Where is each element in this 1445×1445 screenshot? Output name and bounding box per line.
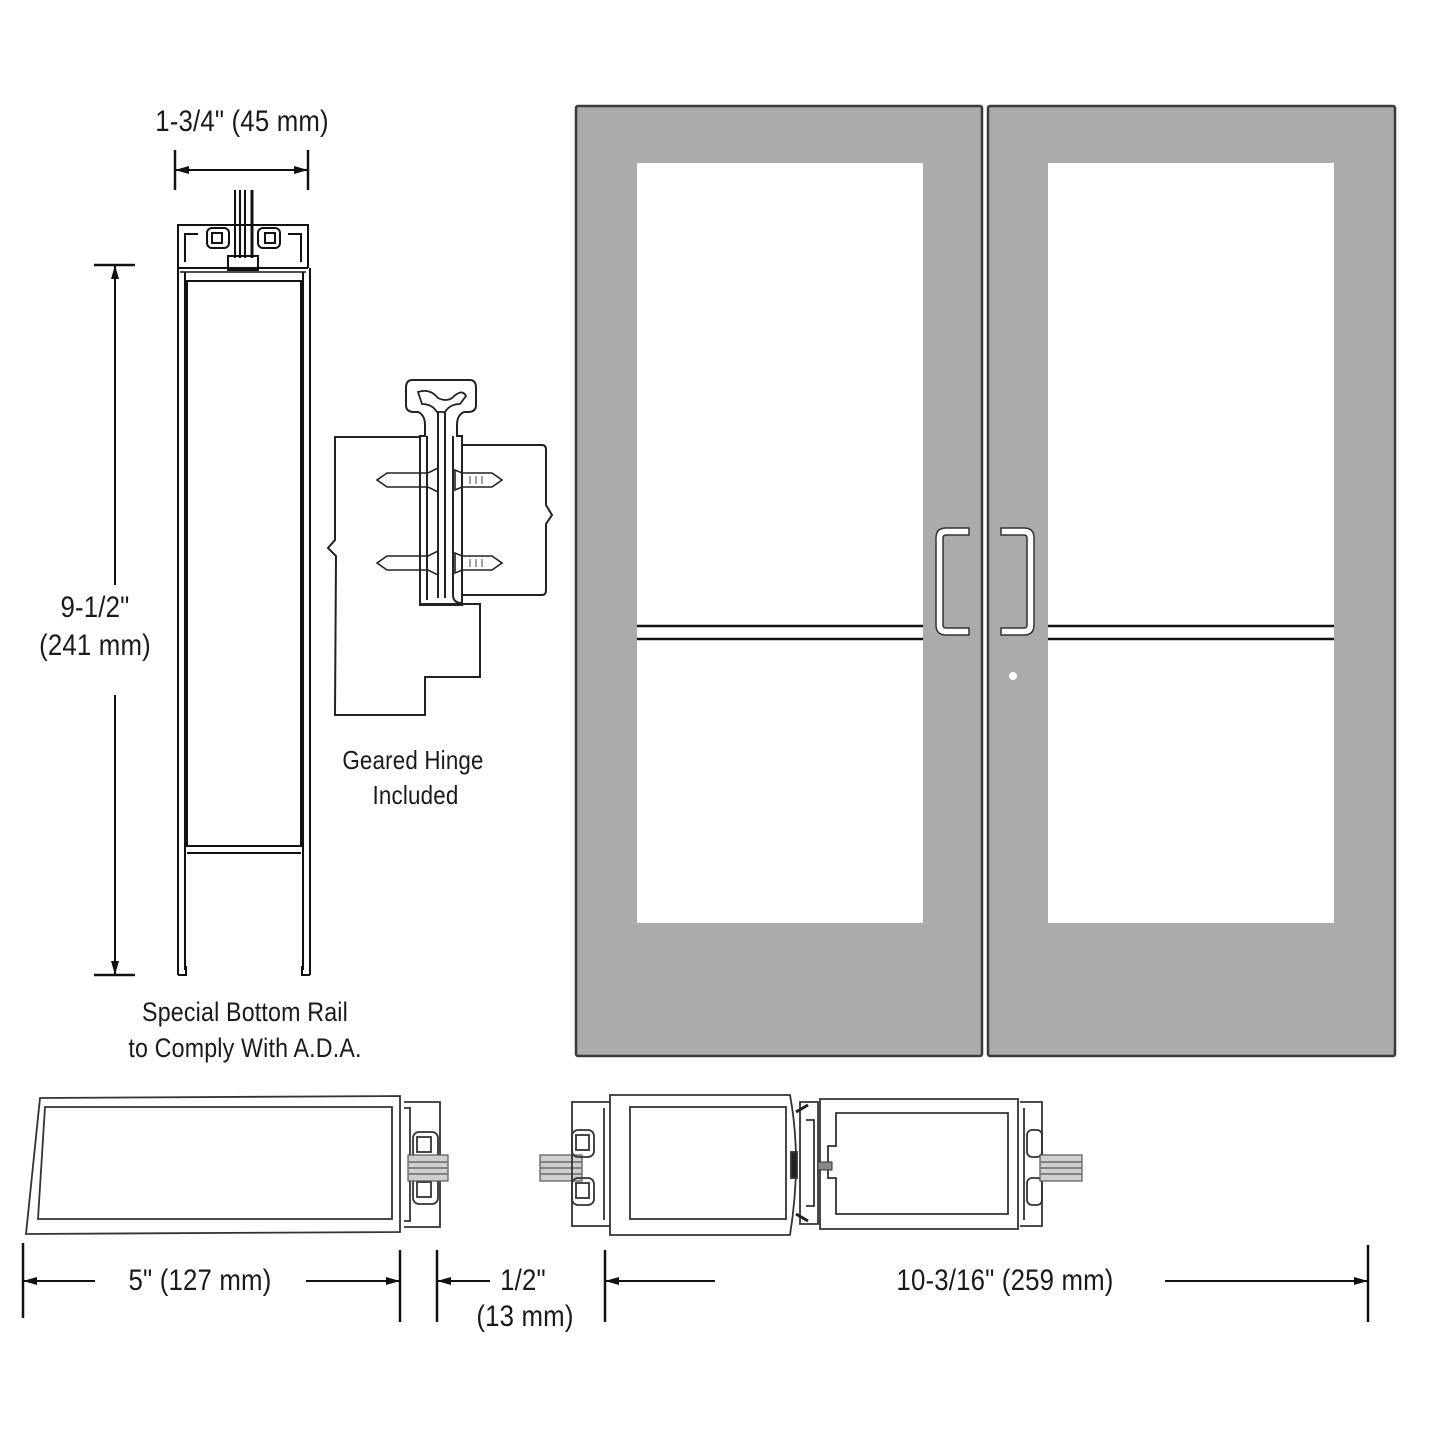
dimension-stile-depth <box>173 150 310 190</box>
pull-handle-left <box>935 527 970 636</box>
door-elevation <box>574 104 1397 1058</box>
vertical-section <box>94 150 311 977</box>
caption-bottom-rail-line1: Special Bottom Rail <box>142 997 348 1027</box>
pull-handle-right <box>1000 527 1035 636</box>
hinge-detail <box>326 379 554 716</box>
single-plan <box>25 1095 449 1235</box>
dimension-label-stile-depth: 1-3/4" (45 mm) <box>155 105 329 138</box>
dimension-label-rail-height-in: 9-1/2" <box>60 591 130 624</box>
door-leaf-left <box>574 104 984 1058</box>
dimension-label-gap-mm: (13 mm) <box>476 1300 574 1333</box>
caption-bottom-rail-line2: to Comply With A.D.A. <box>128 1033 362 1063</box>
bottom-dimensions <box>21 1243 1370 1322</box>
caption-hinge-line1: Geared Hinge <box>342 745 484 775</box>
pair-plan <box>539 1094 1083 1236</box>
dimension-label-stile-width: 5" (127 mm) <box>128 1264 272 1297</box>
dimension-label-pair-width: 10-3/16" (259 mm) <box>896 1264 1114 1297</box>
door-leaf-right <box>986 104 1397 1058</box>
dimension-label-gap-in: 1/2" <box>500 1264 546 1297</box>
lock-cylinder <box>1009 672 1017 680</box>
caption-hinge-line2: Included <box>372 780 459 810</box>
dimension-label-rail-height-mm: (241 mm) <box>39 629 151 662</box>
dimension-bottom-rail-height <box>94 263 135 977</box>
